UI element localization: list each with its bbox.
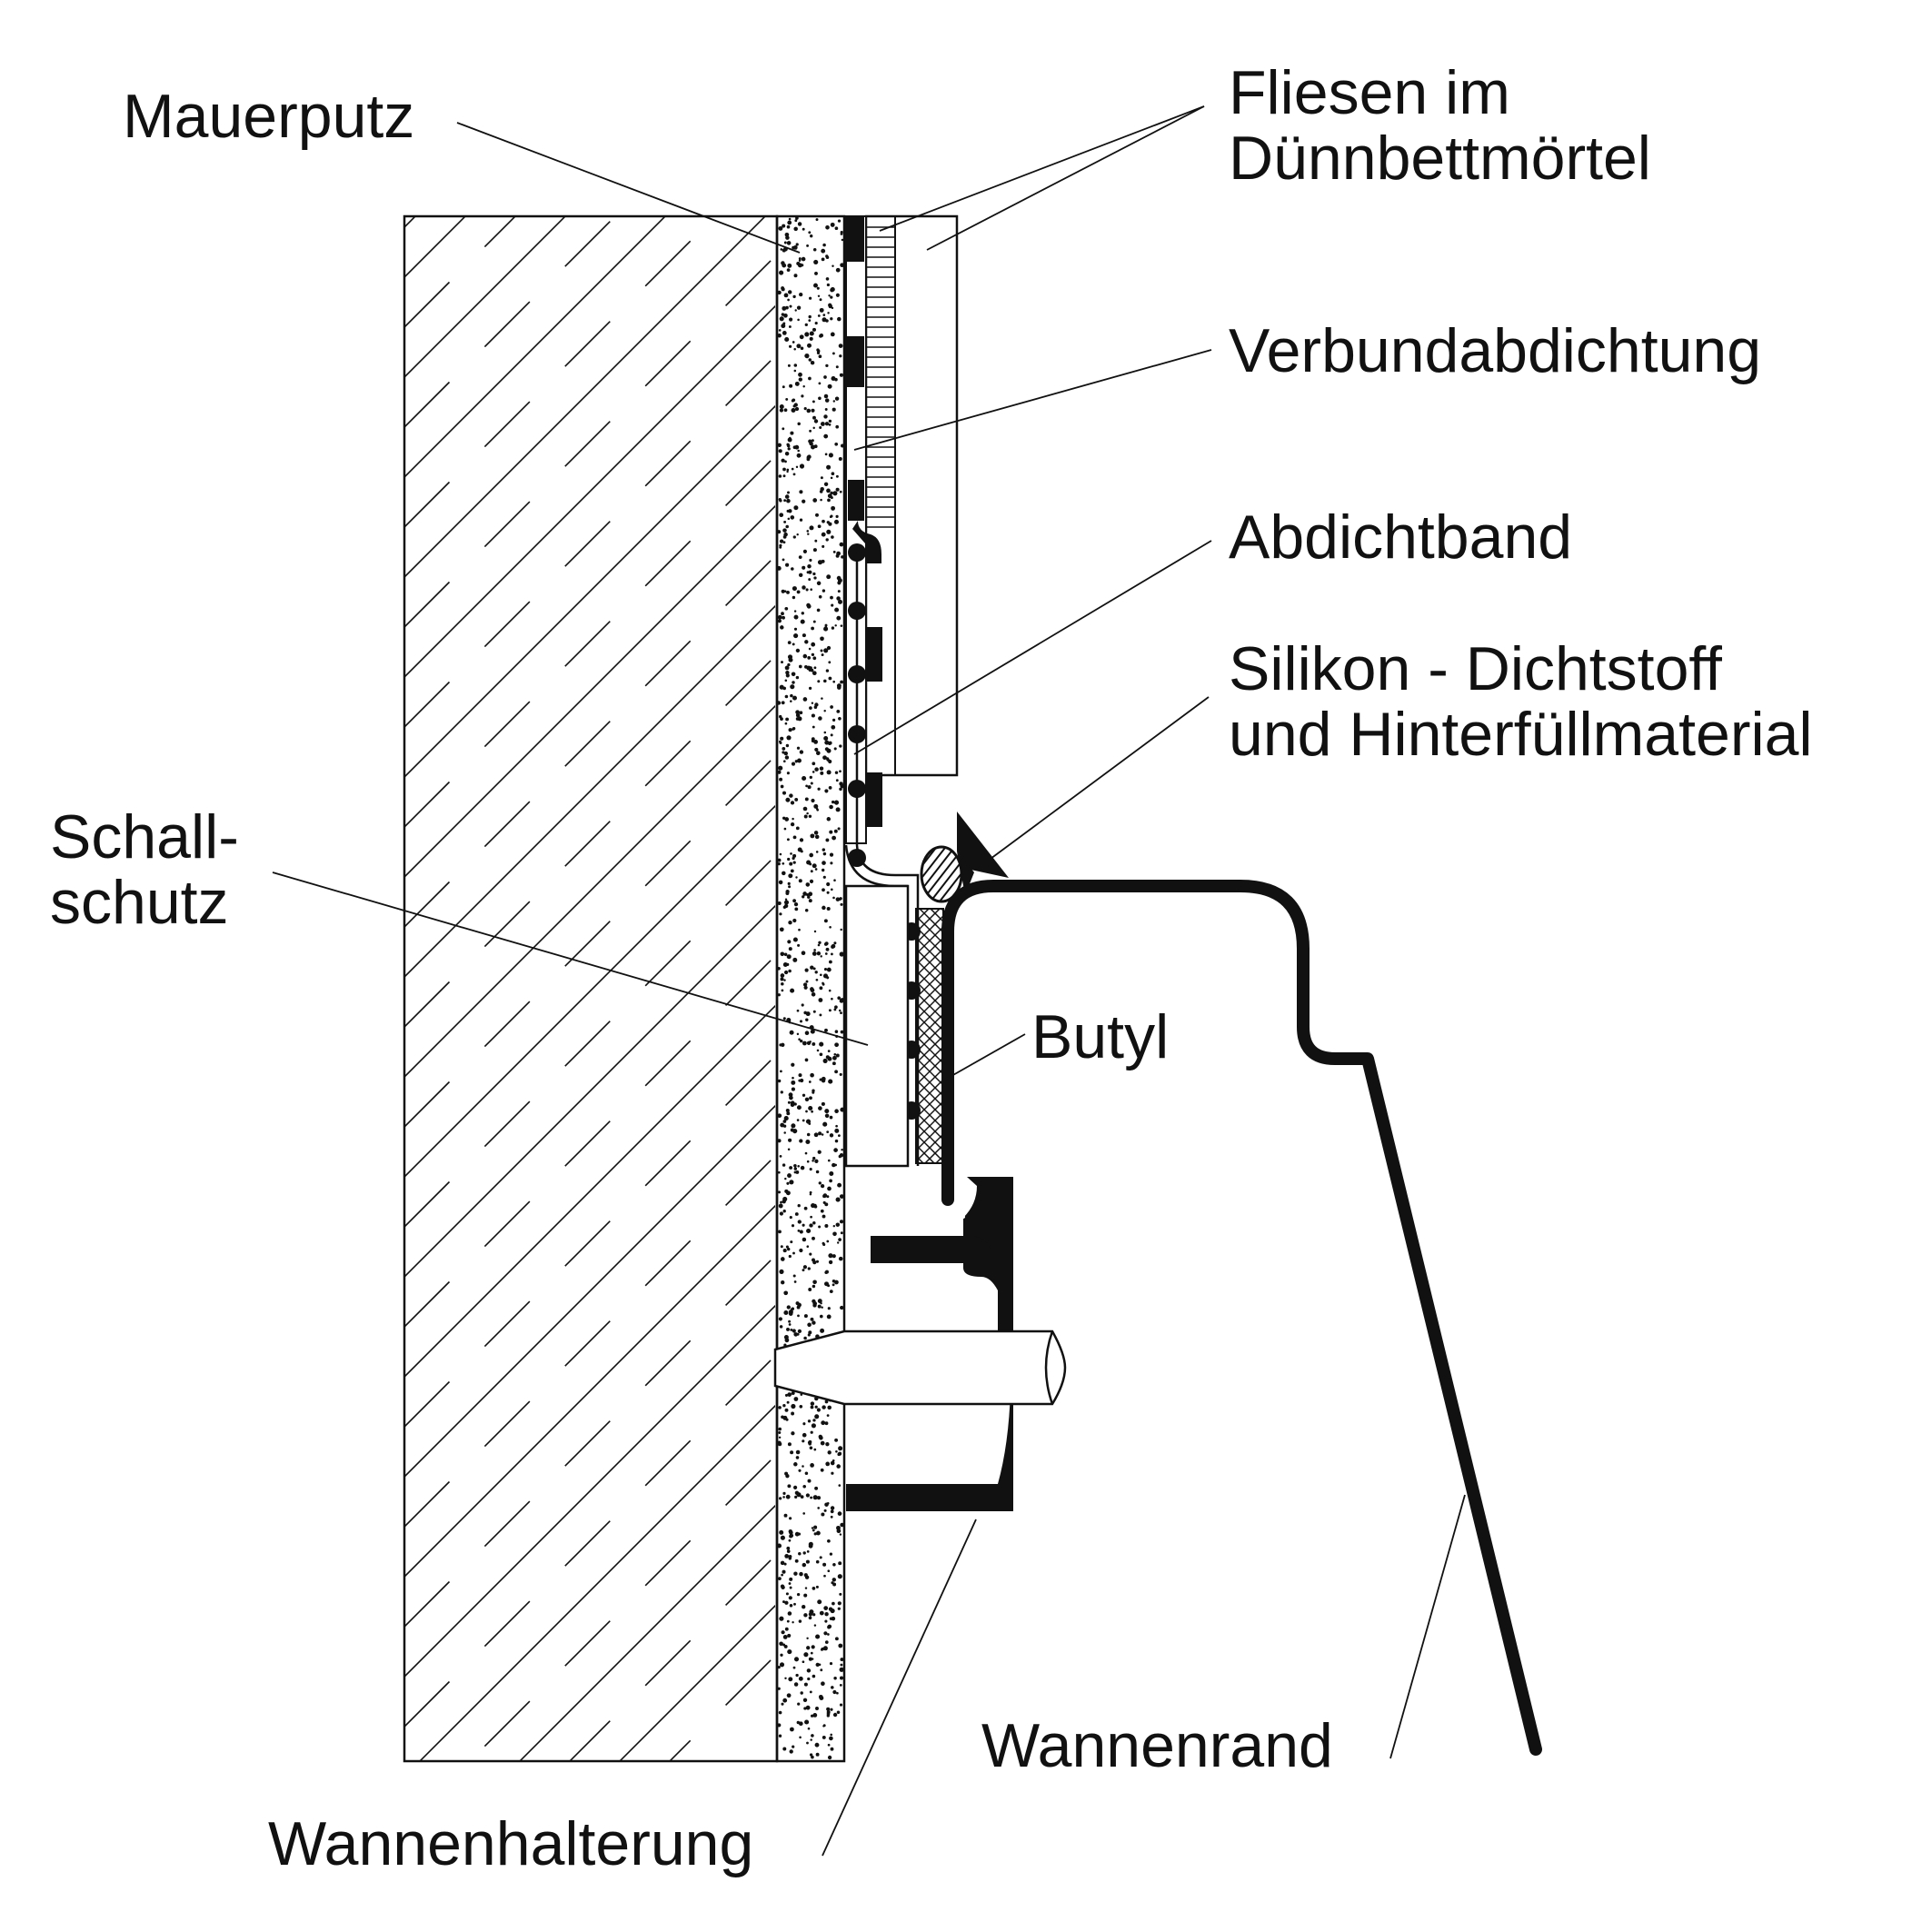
masonry-wall: [403, 214, 779, 1763]
label-wannenrand: Wannenrand: [981, 1711, 1333, 1780]
label-fliesen-line2: Dünnbettmörtel: [1229, 124, 1651, 193]
label-mauerputz: Mauerputz: [123, 82, 415, 151]
label-abdichtband: Abdichtband: [1229, 503, 1573, 572]
label-silikon-line1: Silikon - Dichtstoff: [1229, 634, 1722, 703]
label-verbundabdichtung: Verbundabdichtung: [1229, 316, 1762, 385]
wall-plaster-layer: [775, 214, 846, 1763]
label-fliesen: Fliesen im Dünnbettmörtel: [1229, 60, 1651, 191]
tile-layer: [864, 214, 959, 777]
label-schallschutz-line1: Schall-: [50, 802, 239, 871]
anchor-screw: [773, 1329, 1067, 1406]
sound-insulation: [844, 884, 910, 1168]
label-wannenhalterung: Wannenhalterung: [268, 1809, 754, 1878]
label-silikon-line2: und Hinterfüllmaterial: [1229, 700, 1813, 769]
label-schallschutz-line2: schutz: [50, 868, 229, 937]
leader-lines: [272, 105, 1466, 1857]
label-schallschutz: Schall- schutz: [50, 804, 239, 935]
label-silikon: Silikon - Dichtstoff und Hinterfüllmater…: [1229, 636, 1813, 767]
tub-rim: [941, 880, 1542, 1756]
silicone-sealant: [957, 812, 1009, 895]
label-fliesen-line1: Fliesen im: [1229, 58, 1510, 127]
label-butyl: Butyl: [1031, 1002, 1170, 1071]
composite-sealing-layer: [845, 215, 882, 844]
